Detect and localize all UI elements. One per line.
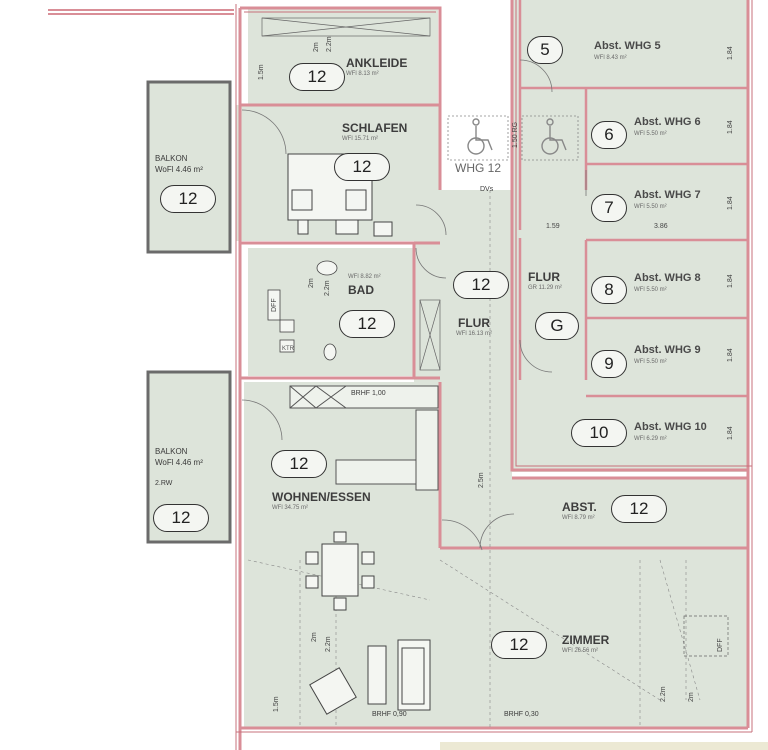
balkon-note: 2.RW <box>155 480 173 487</box>
unit-badge-12-bad: 12 <box>339 310 395 338</box>
dff-label-zimmer: DFF <box>717 638 724 652</box>
door-swings <box>241 59 587 551</box>
unit-badge-12-schlafen: 12 <box>334 153 390 181</box>
room-name-flur-left: FLUR <box>458 316 490 330</box>
kitchen <box>289 385 439 491</box>
dim-15m-wohnen: 1.5m <box>273 696 280 712</box>
unit-badge-12-flur: 12 <box>453 271 509 299</box>
room-area-balkon-top: WoFl 4.46 m² <box>155 165 203 174</box>
dim-22m-bad: 2.2m <box>324 280 331 296</box>
dim-150-rg: 1.50 RG <box>512 121 519 148</box>
room-name-whg10: Abst. WHG 10 <box>634 421 707 433</box>
dvs-label: DVs <box>480 186 494 193</box>
room-area-balkon-bottom: WoFl 4.46 m² <box>155 458 203 467</box>
unit-badge-g: G <box>535 312 579 340</box>
room-area-bad: WFl 8.82 m² <box>348 274 381 280</box>
room-area-whg8: WFl 5.50 m² <box>634 287 667 293</box>
whg12-label: WHG 12 <box>455 161 502 175</box>
room-name-whg8: Abst. WHG 8 <box>634 272 701 284</box>
room-name-balkon-bottom: BALKON <box>155 447 188 456</box>
zimmer-fill <box>440 548 748 728</box>
room-area-zimmer: WFl 26.56 m² <box>562 648 599 654</box>
dim-184-d: 1.84 <box>727 274 734 288</box>
dim-184-b: 1.84 <box>727 120 734 134</box>
room-name-whg9: Abst. WHG 9 <box>634 344 701 356</box>
unit-badge-12-balkon-top: 12 <box>160 185 216 213</box>
unit-badge-8: 8 <box>591 276 627 304</box>
unit-badge-5: 5 <box>527 36 563 64</box>
room-name-zimmer: ZIMMER <box>562 633 610 647</box>
dim-2m-wohnen: 2m <box>311 632 318 642</box>
room-name-schlafen: SCHLAFEN <box>342 121 408 135</box>
room-area-whg7: WFl 5.50 m² <box>634 204 667 210</box>
unit-badge-10: 10 <box>571 419 627 447</box>
living-furniture <box>309 639 431 715</box>
stair-corridor <box>446 0 512 190</box>
room-area-whg5: WFl 8.43 m² <box>594 55 627 61</box>
brhf-100-label: BRHF 1,00 <box>351 390 386 397</box>
dim-184-f: 1.84 <box>727 426 734 440</box>
storage-compartments <box>518 0 748 398</box>
unit-badge-12-ankleide: 12 <box>289 63 345 91</box>
room-area-flur-right: GR 11.29 m² <box>528 285 562 291</box>
unit-badge-12-abst: 12 <box>611 495 667 523</box>
room-area-flur-left: WFl 16.13 m² <box>456 331 493 337</box>
room-name-flur-right: FLUR <box>528 270 560 284</box>
ktr-label: KTR <box>282 346 294 352</box>
brhf-030-label: BRHF 0,30 <box>504 711 539 718</box>
balcony-frames <box>146 80 232 544</box>
unit-badge-12-zimmer: 12 <box>491 631 547 659</box>
dim-2m-ankleide: 2m <box>313 42 320 52</box>
dim-184-e: 1.84 <box>727 348 734 362</box>
room-area-schlafen: WFl 15.71 m² <box>342 136 379 142</box>
room-name-ankleide: ANKLEIDE <box>346 56 408 70</box>
dim-25m: 2.5m <box>478 472 485 488</box>
wheelchair-icons <box>447 115 579 161</box>
unit-badge-7: 7 <box>591 194 627 222</box>
room-area-wohnen: WFl 34.75 m² <box>272 505 309 511</box>
room-area-whg9: WFl 5.50 m² <box>634 359 667 365</box>
brhf-090-label: BRHF 0,90 <box>372 711 407 718</box>
dim-184-c: 1.84 <box>727 196 734 210</box>
dim-2m-zimmer: 2m <box>688 692 695 702</box>
dim-184-a: 1.84 <box>727 46 734 60</box>
room-name-balkon-top: BALKON <box>155 154 188 163</box>
dim-386: 3.86 <box>654 223 668 230</box>
room-area-abst: WFl 8.79 m² <box>562 515 595 521</box>
room-name-abst: ABST. <box>562 500 597 514</box>
dim-22m-zimmer: 2.2m <box>660 686 667 702</box>
bath-fixtures <box>267 260 338 361</box>
room-name-bad: BAD <box>348 283 374 297</box>
unit-badge-12-wohnen: 12 <box>271 450 327 478</box>
dim-2m-bad: 2m <box>308 278 315 288</box>
dim-22m-ankleide: 2.2m <box>326 36 333 52</box>
unit-badge-6: 6 <box>591 121 627 149</box>
walls-pink <box>238 0 750 750</box>
room-area-ankleide: WFl 8.13 m² <box>346 71 379 77</box>
dining-set <box>305 531 375 611</box>
dim-22m-wohnen: 2.2m <box>325 636 332 652</box>
room-name-wohnen: WOHNEN/ESSEN <box>272 490 371 504</box>
room-name-whg6: Abst. WHG 6 <box>634 116 701 128</box>
unit-badge-12-balkon-bottom: 12 <box>153 504 209 532</box>
unit-badge-9: 9 <box>591 350 627 378</box>
dim-159: 1.59 <box>546 223 560 230</box>
room-area-whg6: WFl 5.50 m² <box>634 131 667 137</box>
storage-block-fill <box>512 0 748 472</box>
ankleide-fill <box>248 8 438 105</box>
balkon-top-fill <box>148 82 230 252</box>
room-name-whg7: Abst. WHG 7 <box>634 189 701 201</box>
room-name-whg5: Abst. WHG 5 <box>594 40 661 52</box>
dff-label-bad: DFF <box>271 298 278 312</box>
dim-15m-ankleide: 1.5m <box>258 64 265 80</box>
room-area-whg10: WFl 6.29 m² <box>634 436 667 442</box>
